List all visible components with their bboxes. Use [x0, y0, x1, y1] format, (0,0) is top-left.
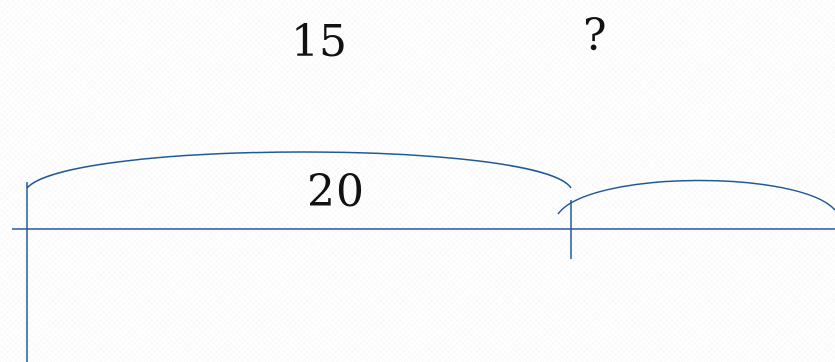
- small-arc-bracket: [557, 179, 835, 215]
- unknown-question-mark-label: ?: [583, 10, 607, 61]
- bracket-value-label: 20: [307, 166, 365, 217]
- large-arc-bracket: [26, 151, 572, 189]
- top-left-number-label: 15: [291, 16, 347, 67]
